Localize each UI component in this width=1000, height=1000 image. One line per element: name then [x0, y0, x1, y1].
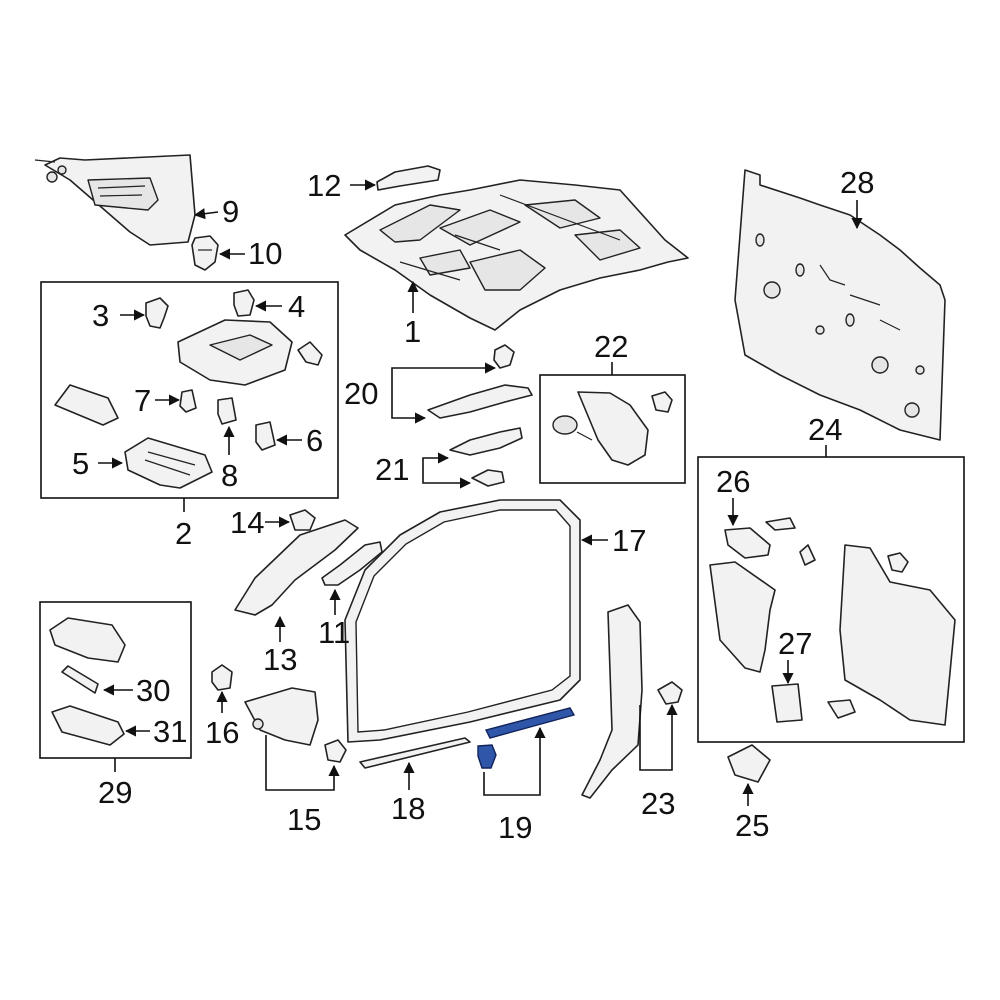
headliner-part[interactable] [344, 179, 689, 331]
lens-31-part[interactable] [51, 705, 125, 746]
weatherstrip-part[interactable] [344, 499, 581, 743]
bracket-4-part[interactable] [233, 289, 255, 317]
callout-6: 6 [306, 423, 323, 458]
leader-21b [422, 468, 472, 489]
callout-4: 4 [288, 289, 305, 324]
callout-10: 10 [248, 236, 282, 271]
rear-panel-part[interactable] [734, 169, 946, 441]
bracket-20-part[interactable] [427, 344, 533, 419]
callout-1: 1 [404, 314, 421, 349]
hook-part[interactable] [827, 699, 856, 719]
sun-visor-part[interactable] [34, 154, 196, 246]
lamp-housing-part[interactable] [49, 617, 126, 663]
cover-26-part[interactable] [724, 517, 796, 559]
callout-29: 29 [98, 775, 132, 810]
callout-17: 17 [612, 523, 646, 558]
visor-clip-part[interactable] [191, 235, 219, 271]
b-pillar-part[interactable] [581, 604, 683, 799]
bulb-30-part[interactable] [61, 665, 99, 694]
leader-19 [483, 726, 546, 796]
leader-21 [422, 452, 450, 468]
cover-25-part[interactable] [727, 744, 771, 783]
lens-part[interactable] [54, 384, 119, 426]
callout-23: 23 [641, 786, 675, 821]
clip-19-highlight[interactable] [477, 744, 497, 769]
callout-31: 31 [153, 714, 187, 749]
clip-8-part[interactable] [217, 397, 237, 425]
callout-18: 18 [391, 791, 425, 826]
cowl-trim-part[interactable] [244, 687, 347, 763]
leader-9 [193, 208, 219, 220]
callout-15: 15 [287, 802, 321, 837]
callout-11: 11 [318, 615, 350, 650]
pillar-13-part[interactable] [234, 519, 359, 616]
callout-30: 30 [136, 673, 170, 708]
clip-6-part[interactable] [255, 421, 276, 451]
callout-21: 21 [375, 452, 409, 487]
callout-7: 7 [134, 383, 151, 418]
callout-2: 2 [175, 516, 192, 551]
clip-7-part[interactable] [179, 389, 197, 413]
leader-20b [391, 393, 427, 424]
clip-16-part[interactable] [211, 664, 233, 691]
callout-13: 13 [263, 642, 297, 677]
callout-26: 26 [716, 464, 750, 499]
leader-15 [265, 735, 340, 791]
group-box-2 [40, 281, 339, 499]
callout-27: 27 [778, 626, 812, 661]
callout-28: 28 [840, 165, 874, 200]
clip-14-part[interactable] [289, 509, 316, 531]
clip-27-part[interactable] [771, 683, 803, 723]
headliner-handle-part[interactable] [376, 165, 441, 191]
callout-22: 22 [594, 329, 628, 364]
callout-9: 9 [222, 194, 239, 229]
callout-20: 20 [344, 376, 378, 411]
callout-8: 8 [221, 458, 238, 493]
highlighted-scuff-strip[interactable] [477, 707, 576, 769]
trim-22-part[interactable] [552, 391, 673, 466]
callout-14: 14 [230, 505, 264, 540]
clip-3-part[interactable] [145, 297, 169, 329]
elbow-part[interactable] [297, 341, 323, 366]
group-box-24 [697, 456, 965, 743]
leader-23 [639, 703, 678, 771]
pocket-part[interactable] [709, 561, 776, 673]
scuff-strip-highlight[interactable] [484, 707, 576, 739]
callout-25: 25 [735, 808, 769, 843]
callout-12: 12 [307, 168, 341, 203]
callout-19: 19 [498, 810, 532, 845]
sill-plate-part[interactable] [359, 737, 471, 769]
callout-5: 5 [72, 446, 89, 481]
callout-3: 3 [92, 298, 109, 333]
bracket-21-part[interactable] [449, 427, 523, 487]
lamp-5-part[interactable] [124, 437, 213, 489]
callout-24: 24 [808, 412, 842, 447]
leader-20 [391, 362, 497, 393]
cap-part[interactable] [799, 544, 816, 566]
console-upper-part[interactable] [177, 319, 293, 386]
callout-16: 16 [205, 715, 239, 750]
side-trim-24-part[interactable] [839, 544, 956, 726]
